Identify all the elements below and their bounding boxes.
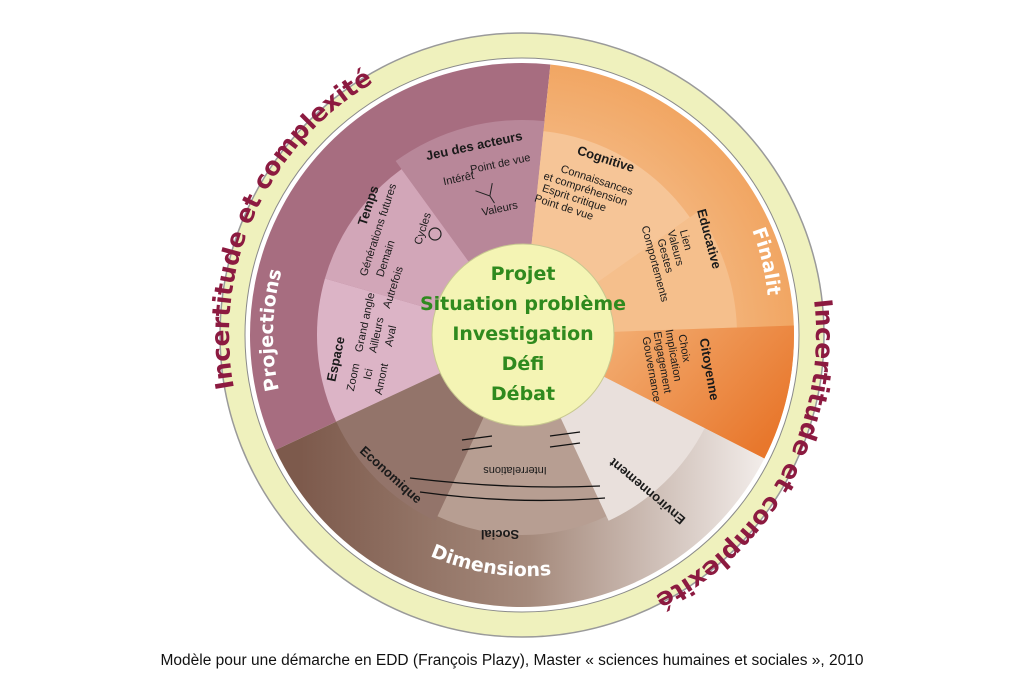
- center-circle: [431, 243, 615, 427]
- social-sector: [437, 416, 607, 535]
- figure-caption: Modèle pour une démarche en EDD (Françoi…: [160, 652, 864, 669]
- espace-item: Ici: [362, 368, 376, 381]
- interrelations-label: Interrelations: [483, 464, 547, 476]
- sectors: [249, 62, 794, 607]
- cognitive-sector: [531, 131, 690, 284]
- educative-sector: [595, 211, 737, 332]
- citoyenne-item: Choix: [676, 333, 693, 363]
- temps-sector: [324, 169, 470, 311]
- espace-item: Aval: [383, 324, 399, 347]
- center-list: Projet Situation problème Investigation …: [420, 263, 626, 405]
- center-item: Investigation: [452, 323, 593, 345]
- center-item: Situation problème: [420, 293, 626, 315]
- espace-sector: [317, 278, 441, 422]
- center-item: Défi: [502, 353, 545, 375]
- educative-item: Lien: [677, 228, 694, 251]
- economique-sector: [336, 373, 484, 521]
- center-item: Débat: [491, 383, 555, 405]
- citoyenne-sector: [602, 325, 794, 459]
- espace-item: Zoom: [345, 362, 363, 392]
- environnement-sector: [560, 375, 705, 521]
- interrelation-arrows: [409, 431, 606, 502]
- jeu-des-acteurs-sector: [395, 120, 545, 263]
- social-label: Social: [481, 527, 519, 542]
- center-item: Projet: [491, 263, 556, 285]
- cycles-icon: [428, 227, 442, 241]
